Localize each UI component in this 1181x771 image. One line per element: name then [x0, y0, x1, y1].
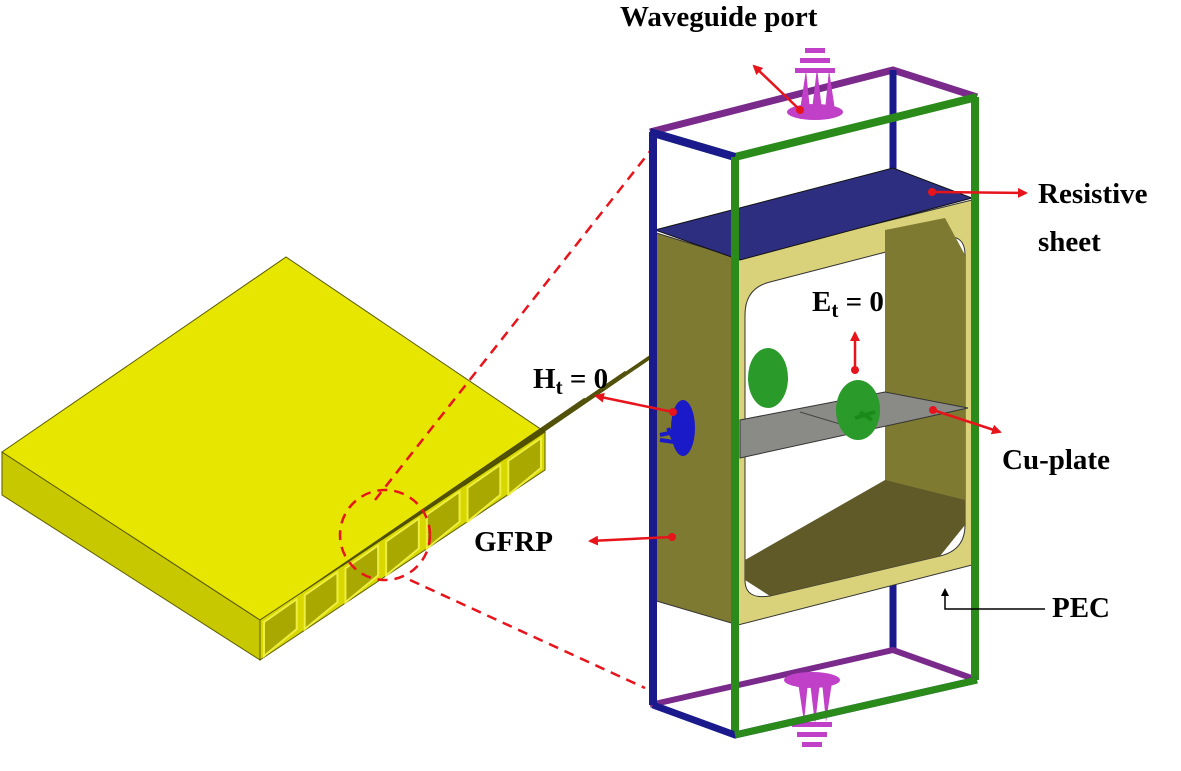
magnetic-wall-disc: [671, 400, 695, 456]
zoom-line-top: [374, 144, 656, 501]
label-cu-plate: Cu-plate: [1002, 444, 1110, 476]
zoom-circle: [338, 488, 432, 582]
panel-cell-opening: [425, 489, 461, 551]
annotations: [588, 64, 1028, 546]
h-subscript: t: [555, 375, 563, 399]
panel-cell-divider: [381, 344, 667, 540]
panel-cell-divider: [341, 370, 626, 567]
label-gfrp: GFRP: [474, 526, 553, 558]
panel-cell-opening: [507, 436, 542, 497]
e-subscript: t: [831, 298, 839, 322]
magnetic-wall-arrows-icon: [659, 427, 679, 444]
electric-wall-arrows-icon: [854, 410, 876, 422]
label-waveguide-port: Waveguide port: [620, 1, 818, 33]
e-symbol: E: [812, 286, 832, 318]
pec-frame-top-side: [648, 128, 737, 161]
panel-cell-divider: [300, 397, 585, 594]
arrow-pec: [941, 588, 1045, 610]
label-resistive-sheet-line1: Resistive: [1038, 178, 1148, 210]
gfrp-inner-bottom: [745, 480, 965, 596]
panel-cell-opening: [263, 597, 298, 659]
arrow-waveguide-port: [752, 64, 801, 111]
panel-cell-opening: [303, 570, 339, 632]
zoom-line-bottom: [409, 578, 646, 690]
panel-cell-opening: [466, 462, 502, 524]
arrow-h-field: [594, 392, 674, 414]
panel-top-face: [1, 256, 546, 621]
label-e-field: Et = 0: [812, 288, 884, 321]
electric-wall-disc-front: [836, 380, 880, 440]
arrow-cu-plate: [932, 408, 1002, 435]
gfrp-inner-wall: [885, 218, 965, 540]
label-h-field: Ht = 0: [533, 365, 608, 398]
e-rest: = 0: [838, 286, 884, 318]
pec-frame-bottom-green: [734, 676, 978, 739]
label-pec: PEC: [1052, 592, 1110, 624]
arrow-resistive-sheet: [931, 187, 1028, 198]
gfrp-side-face: [652, 231, 739, 626]
unit-cell: [648, 48, 979, 747]
zoom-indicator: [338, 144, 656, 690]
h-symbol: H: [533, 363, 556, 395]
arrow-gfrp: [588, 535, 673, 546]
label-resistive-sheet-line2: sheet: [1038, 226, 1101, 258]
waveguide-port-bottom: [784, 672, 840, 747]
electric-wall-disc-back: [748, 348, 788, 408]
panel-cell-opening: [385, 516, 420, 578]
h-rest: = 0: [562, 363, 609, 395]
